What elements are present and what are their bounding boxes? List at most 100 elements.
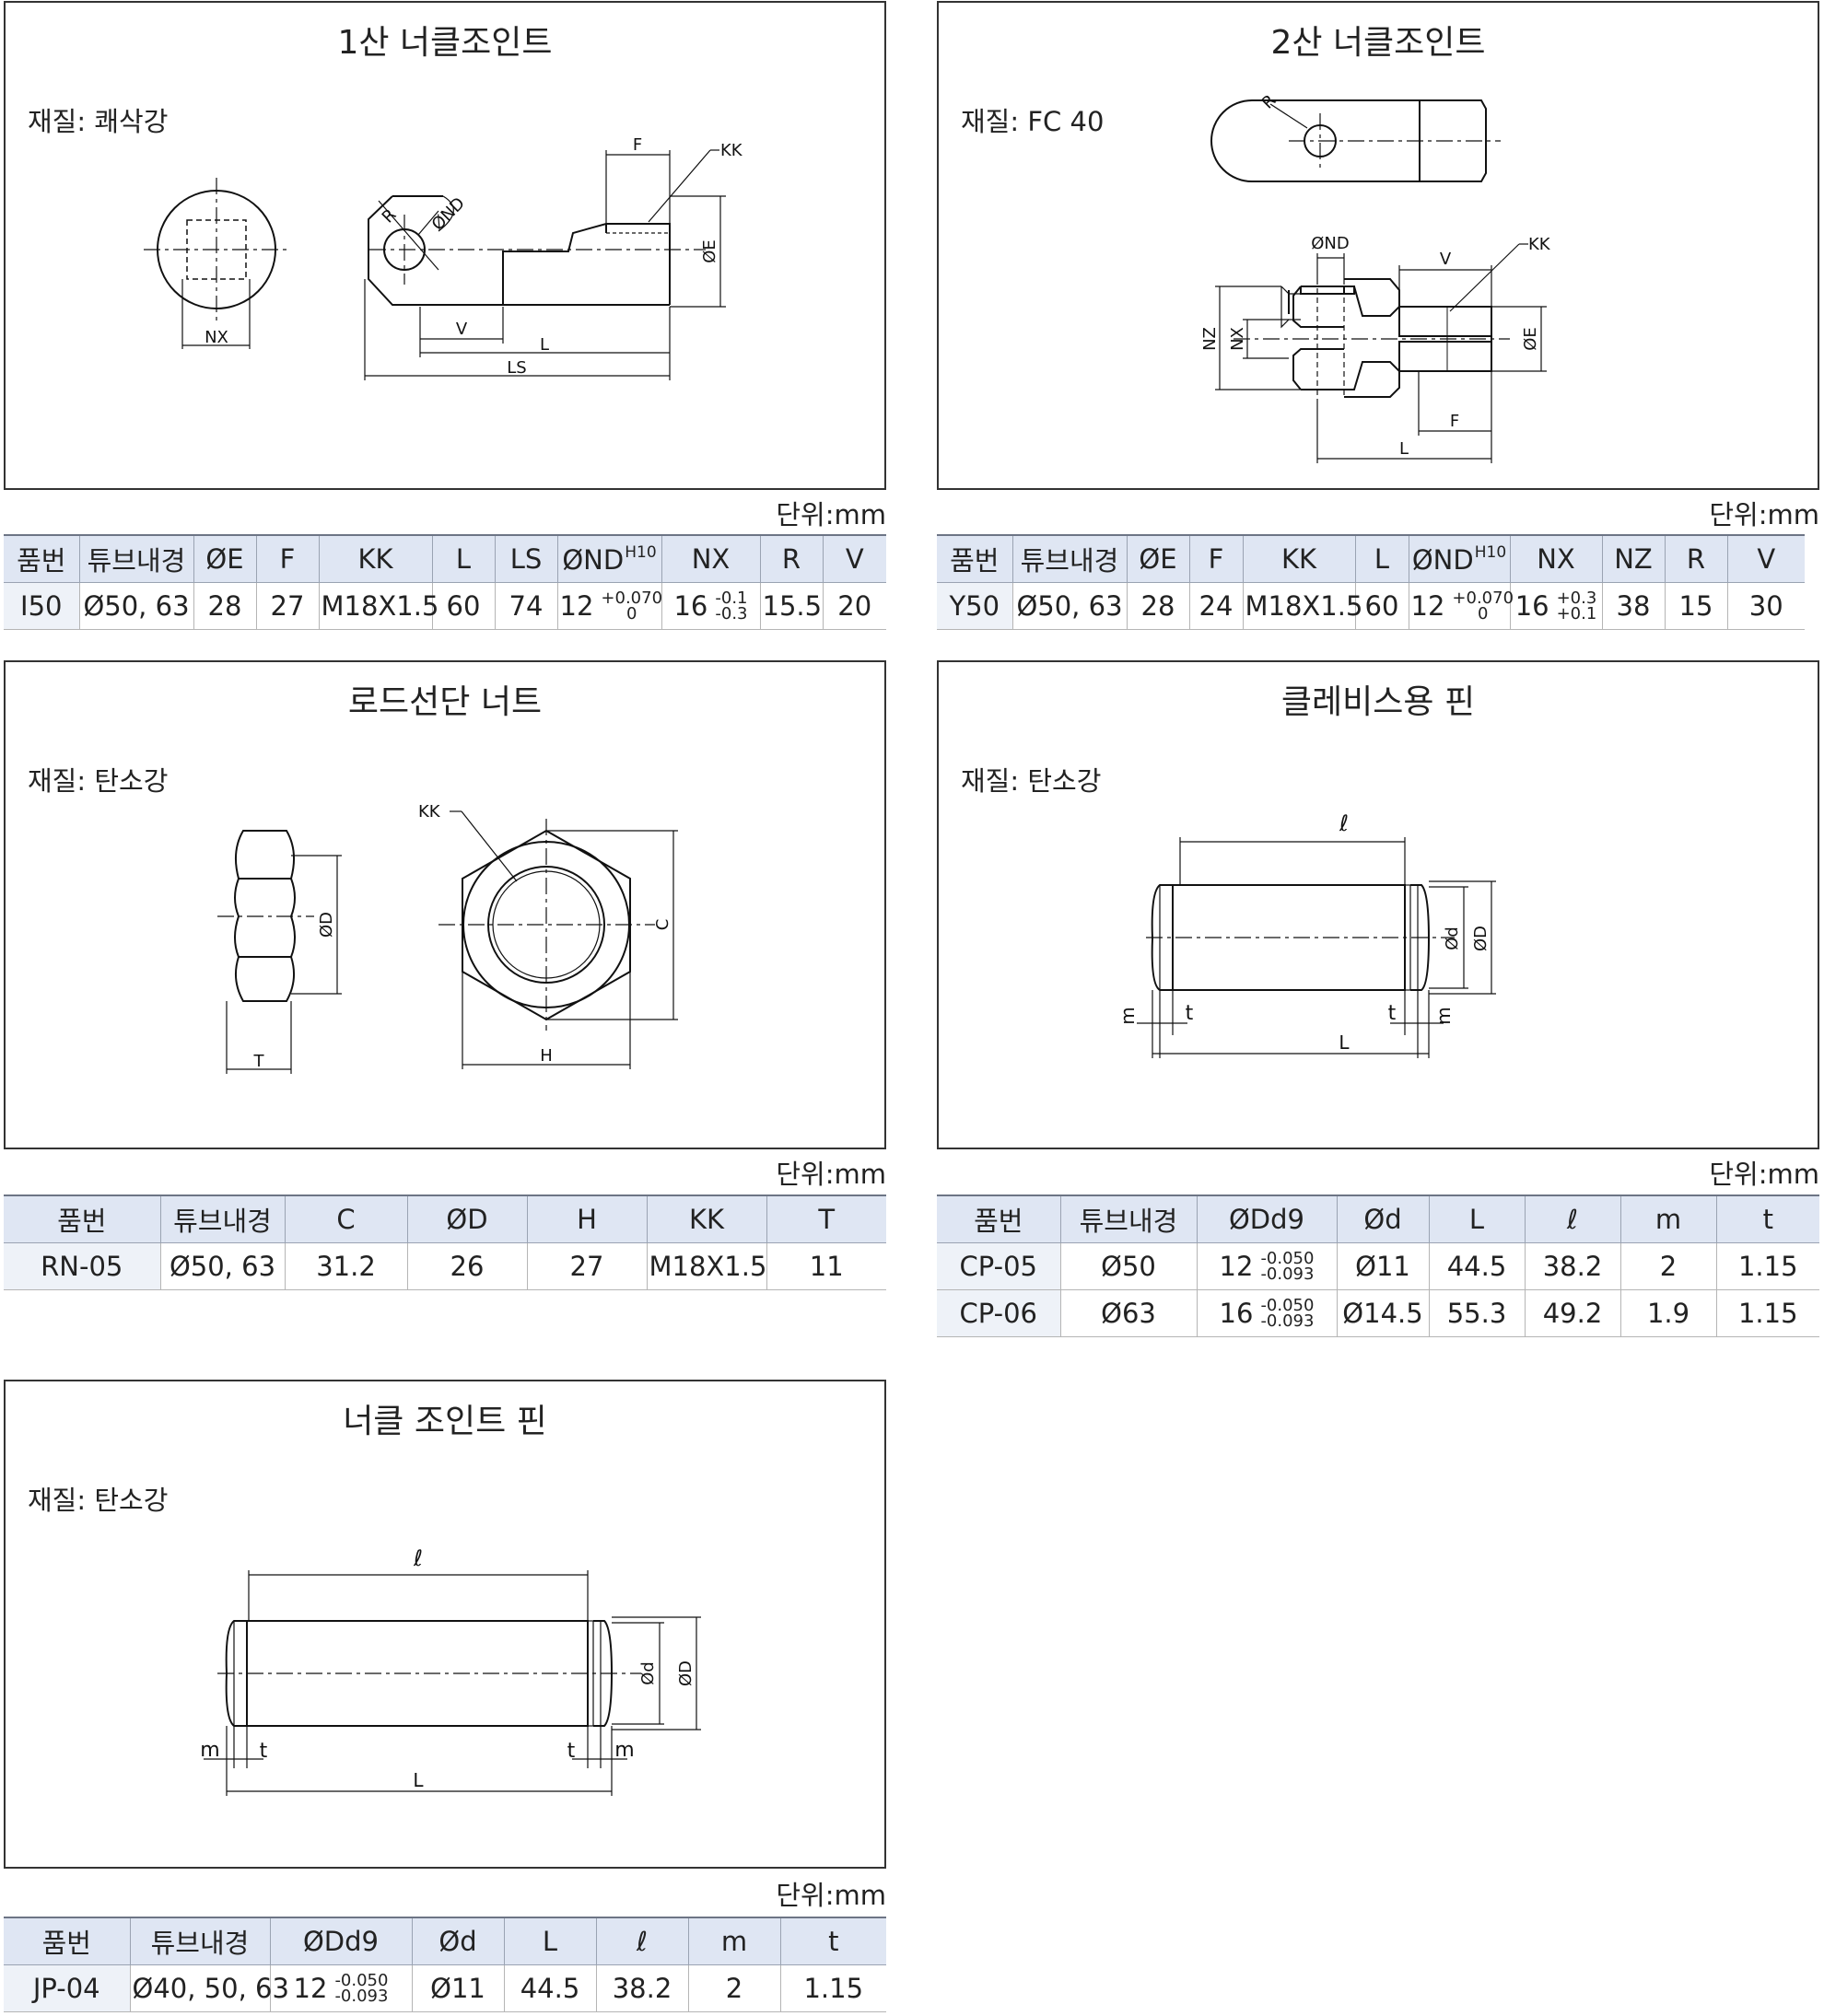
material-label: 재질: FC 40 [961,106,1105,137]
header-cell: NX [1510,534,1603,583]
lower-tolerance: 0 [1477,604,1489,623]
dim-label-F: F [1450,412,1459,431]
table-cell: 1.9 [1620,1289,1717,1337]
table-cell: 24 [1189,582,1244,630]
table-header-row: 품번 튜브내경 ØDd9 Ød L ℓ m t [4,1917,886,1965]
header-cell-nd: ØNDH10 [1409,534,1511,583]
dim-label-d: Ød [1443,926,1462,950]
dim-label-L: L [413,1769,424,1791]
dim-label-L: L [1339,1031,1350,1054]
panel-title: 로드선단 너트 [347,683,543,721]
dim-label-t-left: t [1186,1002,1194,1025]
dim-label-R: R [379,205,401,227]
dim-label-NZ: NZ [1200,327,1220,351]
unit-label: 단위:mm [776,499,886,530]
header-cell: L [504,1917,597,1965]
upper-tolerance: +0.070 [601,588,663,608]
lower-tolerance: -0.3 [715,604,748,623]
table-cell: Ø11 [1337,1242,1430,1290]
dim-label-L: L [1399,439,1409,459]
tolerance-cell: 16+0.3+0.1 [1510,582,1603,630]
dim-label-H: H [540,1046,553,1066]
header-cell: 튜브내경 [160,1194,286,1243]
dim-label-NX: NX [205,328,228,347]
table-cell: Ø14.5 [1337,1289,1430,1337]
part-number-cell: CP-06 [937,1289,1061,1337]
panel-knuckle-joint-2: 2산 너클조인트 재질: FC 40 [937,1,1819,490]
spec-table-knuckle-joint-pin: 품번 튜브내경 ØDd9 Ød L ℓ m t JP-04 Ø40, 50, 6… [4,1917,886,2012]
material-label: 재질: 쾌삭강 [28,106,169,137]
table-cell: 60 [432,582,496,630]
table-cell: 31.2 [285,1242,408,1290]
header-cell: NZ [1602,534,1666,583]
tolerance-cell: 16-0.050-0.093 [1197,1289,1338,1337]
panel-knuckle-joint-pin: 너클 조인트 핀 재질: 탄소강 ℓ Ød ØD m t t m L [4,1380,886,1869]
table-cell: Ø50, 63 [79,582,194,630]
dim-label-m-left: m [1117,1007,1139,1024]
lower-tolerance: +0.1 [1556,604,1597,623]
header-cell: 튜브내경 [130,1917,271,1965]
header-cell: 튜브내경 [79,534,194,583]
table-cell: Ø63 [1060,1289,1198,1337]
nominal-value: 12 [1219,1251,1254,1282]
header-cell: V [1727,534,1805,583]
unit-label: 단위:mm [1709,1159,1819,1190]
header-cell: t [1716,1194,1819,1243]
upper-tolerance: +0.070 [1452,588,1514,608]
table-header-row: 품번 튜브내경 ØE F KK L ØNDH10 NX NZ R V [937,534,1805,583]
table-row: RN-05 Ø50, 63 31.2 26 27 M18X1.5 11 [4,1242,886,1290]
panel-knuckle-joint-1: 1산 너클조인트 재질: 쾌삭강 [4,1,886,490]
table-row: CP-05 Ø50 12-0.050-0.093 Ø11 44.5 38.2 2… [937,1242,1819,1290]
dim-label-m-left: m [200,1739,219,1762]
header-text: ØND [1411,543,1474,576]
table-cell: 44.5 [1429,1242,1526,1290]
lower-tolerance: -0.093 [1260,1264,1315,1284]
material-label: 재질: 탄소강 [28,1485,169,1516]
part-number-cell: RN-05 [4,1242,161,1290]
dim-label-t-right: t [567,1740,576,1763]
dim-label-ND: ØND [1311,234,1350,253]
lower-tolerance: 0 [626,604,637,623]
header-cell: 품번 [937,1194,1061,1243]
table-cell: 15.5 [760,582,824,630]
drawing-clevis-pin: ℓ Ød ØD m t t m L [1117,810,1496,1058]
dim-label-F: F [633,135,642,155]
panel-title: 클레비스용 핀 [1280,683,1476,721]
table-cell: 27 [527,1242,648,1290]
table-row: CP-06 Ø63 16-0.050-0.093 Ø14.5 55.3 49.2… [937,1289,1819,1337]
dim-label-m-right: m [614,1739,634,1762]
unit-label: 단위:mm [776,1159,886,1190]
drawing-knuckle-joint-2: R ØND V KK NZ NX ØE F L [1200,91,1551,463]
panel-rod-end-nut: 로드선단 너트 재질: 탄소강 ØD T KK C H [4,660,886,1149]
table-cell: 55.3 [1429,1289,1526,1337]
tolerance-cell: 12-0.050-0.093 [1197,1242,1338,1290]
header-cell: NX [661,534,761,583]
spec-table-clevis-pin: 품번 튜브내경 ØDd9 Ød L ℓ m t CP-05 Ø50 12-0.0… [937,1194,1819,1337]
nominal-value: 12 [293,1973,328,2004]
drawing-knuckle-joint-pin: ℓ Ød ØD m t t m L [200,1545,701,1796]
upper-tolerance: +0.3 [1556,588,1597,608]
material-label: 재질: 탄소강 [28,765,169,797]
header-text: ØND [562,543,625,576]
panel-title: 너클 조인트 핀 [343,1403,547,1440]
dim-label-V: V [1440,250,1452,269]
header-cell: KK [647,1194,767,1243]
tolerance-class: H10 [1474,542,1507,562]
header-cell-nd: ØNDH10 [557,534,662,583]
table-cell: 15 [1665,582,1728,630]
part-number-cell: I50 [4,582,80,630]
dim-label-L: L [540,335,549,355]
table-cell: 30 [1727,582,1805,630]
table-cell: 1.15 [1716,1242,1819,1290]
drawing-knuckle-joint-1: F KK R ØND ØE NX V L LS [144,135,743,380]
tolerance-cell: 12-0.050-0.093 [270,1964,413,2012]
upper-tolerance: -0.1 [715,588,748,608]
dim-label-T: T [253,1052,265,1071]
dim-label-D: ØD [676,1661,696,1686]
table-header-row: 품번 튜브내경 ØDd9 Ød L ℓ m t [937,1194,1819,1243]
dim-label-D: ØD [317,912,336,938]
header-cell: m [688,1917,781,1965]
tolerance-cell: 16-0.1-0.3 [661,582,761,630]
dim-label-V: V [456,320,468,339]
